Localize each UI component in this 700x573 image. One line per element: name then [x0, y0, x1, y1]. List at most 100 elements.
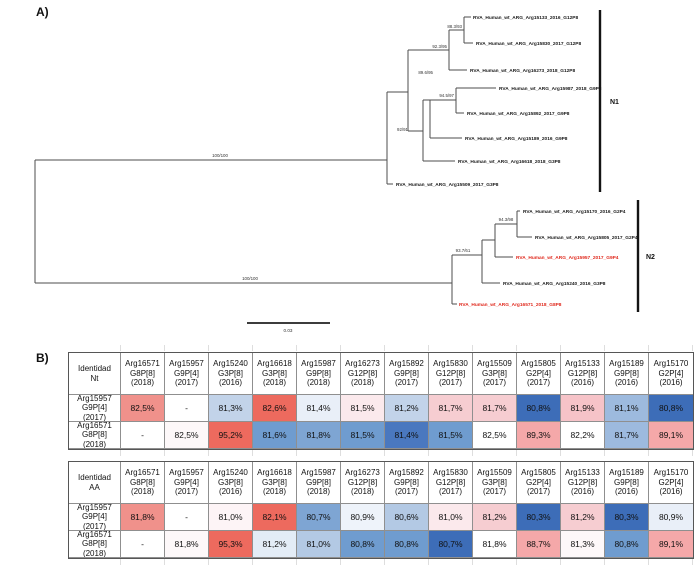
identity-cell: 81,8% [121, 504, 165, 531]
identity-cell: 81,8% [473, 531, 517, 558]
identity-cell: 81,2% [473, 504, 517, 531]
clade-label-n1: N1 [610, 99, 619, 106]
identity-cell: 81,7% [429, 395, 473, 422]
identity-cell: 89,1% [649, 422, 693, 449]
identity-cell: 82,6% [253, 395, 297, 422]
taxon-label-highlighted: RVA_Human_wt_ARG_Arg15957_2017_G9P4 [516, 255, 619, 261]
identity-cell: 89,1% [649, 531, 693, 558]
identity-cell: - [165, 504, 209, 531]
identity-cell: 82,5% [473, 422, 517, 449]
scale-bar-label: 0.03 [284, 328, 293, 333]
identity-cell: 95,3% [209, 531, 253, 558]
support-value: 88.3/93 [447, 24, 462, 29]
support-value: 89.6/95 [418, 70, 433, 75]
identity-cell: 81,4% [297, 395, 341, 422]
taxon-label: RVA_Human_wt_ARG_Arg15133_2016_G12P8 [473, 15, 578, 21]
identity-cell: 80,7% [297, 504, 341, 531]
identity-cell: 80,8% [517, 395, 561, 422]
taxon-label: RVA_Human_wt_ARG_Arg15240_2016_G3P8 [503, 281, 606, 287]
identity-cell: 81,2% [561, 504, 605, 531]
identity-cell: 81,7% [605, 422, 649, 449]
identity-cell: 82,5% [121, 395, 165, 422]
taxon-label-highlighted: RVA_Human_wt_ARG_Arg16571_2018_G8P8 [459, 302, 562, 308]
support-value: 100/100 [212, 153, 228, 158]
identity-cell: 81,4% [385, 422, 429, 449]
spreadsheet-gridline-stub [120, 450, 693, 456]
identity-cell: 80,6% [385, 504, 429, 531]
taxon-label: RVA_Human_wt_ARG_Arg16273_2018_G12P8 [470, 68, 575, 74]
identity-cell: 81,0% [297, 531, 341, 558]
support-value: 92.3/95 [432, 44, 447, 49]
identity-cell: 81,1% [605, 395, 649, 422]
support-value: 94.5/97 [439, 93, 454, 98]
taxon-label: RVA_Human_wt_ARG_Arg15170_2016_G2P4 [523, 209, 626, 215]
tree-branches [34, 16, 532, 305]
identity-cell: 81,8% [297, 422, 341, 449]
identity-cell: 81,0% [209, 504, 253, 531]
identity-cell: 81,7% [473, 395, 517, 422]
phylogenetic-tree: RVA_Human_wt_ARG_Arg15133_2016_G12P8 RVA… [34, 10, 655, 333]
identity-cell: 80,3% [605, 504, 649, 531]
identity-cell: 80,9% [341, 504, 385, 531]
identity-cell: 81,5% [341, 395, 385, 422]
identity-cell: 89,3% [517, 422, 561, 449]
support-value: 100/100 [242, 276, 258, 281]
support-value: 93.7/61 [456, 248, 471, 253]
identity-cell: 82,1% [253, 504, 297, 531]
identity-cell: - [165, 395, 209, 422]
identity-cell: 80,7% [429, 531, 473, 558]
identity-cell: 80,8% [341, 531, 385, 558]
taxon-label: RVA_Human_wt_ARG_Arg15892_2017_G9P8 [467, 111, 570, 117]
taxon-label: RVA_Human_wt_ARG_Arg15830_2017_G12P8 [476, 41, 581, 47]
taxon-label: RVA_Human_wt_ARG_Arg15189_2016_G9P8 [465, 136, 568, 142]
identity-cell: 81,8% [165, 531, 209, 558]
identity-cell: 80,8% [649, 395, 693, 422]
taxon-label: RVA_Human_wt_ARG_Arg15805_2017_G2P4 [535, 235, 638, 241]
panel-a-label: A) [36, 5, 49, 19]
identity-cell: 95,2% [209, 422, 253, 449]
identity-cell: 81,3% [209, 395, 253, 422]
support-value: 92/91 [397, 127, 409, 132]
identity-cell: 81,2% [253, 531, 297, 558]
taxon-label: RVA_Human_wt_ARG_Arg15509_2017_G3P8 [396, 182, 499, 188]
identity-cell: 80,8% [605, 531, 649, 558]
identity-cell: 88,7% [517, 531, 561, 558]
spreadsheet-gridline-stub [120, 345, 693, 351]
taxon-label: RVA_Human_wt_ARG_Arg16618_2018_G3P8 [458, 159, 561, 165]
identity-cell: 81,5% [429, 422, 473, 449]
identity-cell: 80,9% [649, 504, 693, 531]
taxon-label: RVA_Human_wt_ARG_Arg15987_2018_G9P8 [499, 86, 602, 92]
identity-cell: 81,0% [429, 504, 473, 531]
panel-b-label: B) [36, 351, 49, 365]
identity-cell: 81,9% [561, 395, 605, 422]
